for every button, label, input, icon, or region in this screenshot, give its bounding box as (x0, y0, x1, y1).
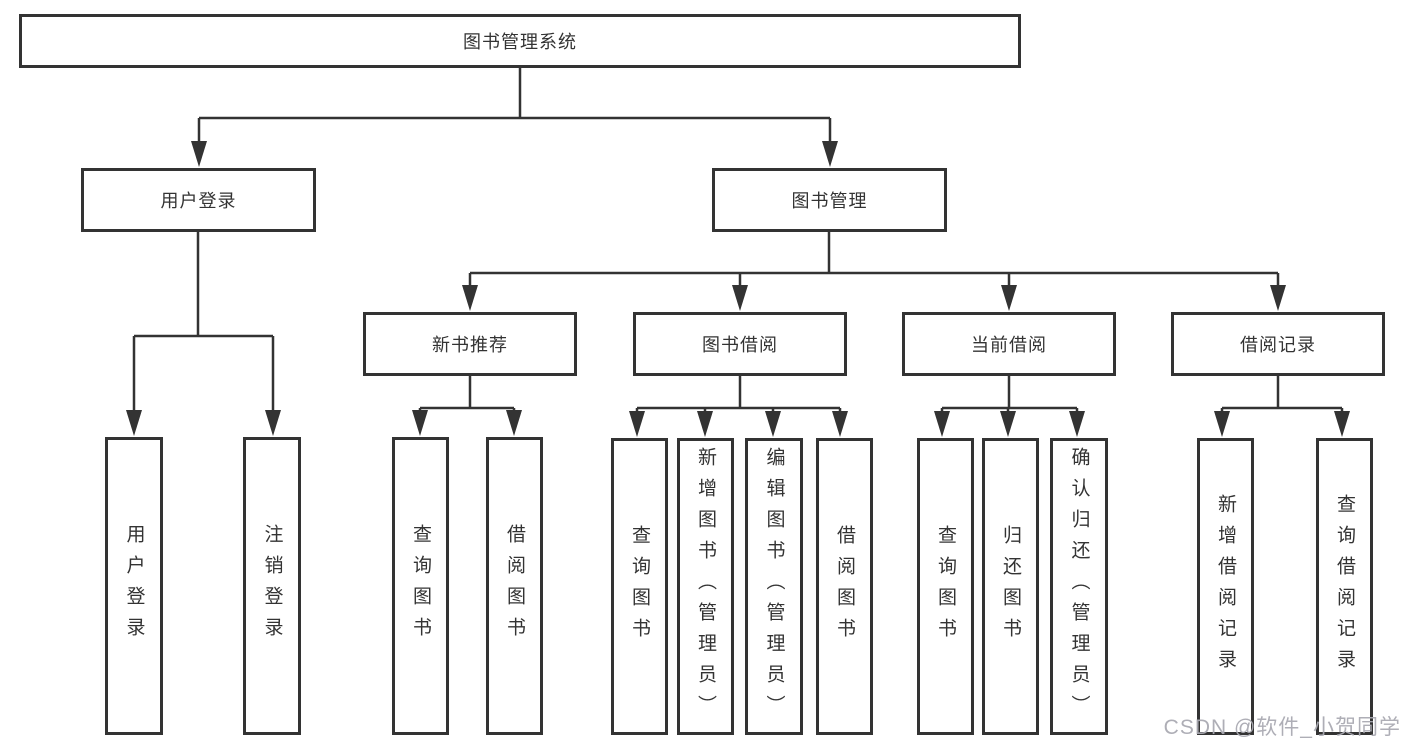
leaf-edit-book-admin: 编辑图书（管理员） (745, 438, 803, 735)
leaf-add-book-admin-label: 新增图书（管理员） (695, 447, 716, 726)
leaf-query-books-current: 查询图书 (917, 438, 974, 735)
leaf-query-borrow-record: 查询借阅记录 (1316, 438, 1373, 735)
leaf-logout: 注销登录 (243, 437, 301, 735)
leaf-borrow-books-recommendation-label: 借阅图书 (504, 524, 525, 648)
node-borrowing-records: 借阅记录 (1171, 312, 1385, 376)
leaf-query-borrow-record-label: 查询借阅记录 (1334, 493, 1355, 680)
node-book-management: 图书管理 (712, 168, 947, 232)
leaf-return-books: 归还图书 (982, 438, 1039, 735)
leaf-borrow-books-borrowing-label: 借阅图书 (834, 524, 855, 649)
node-new-book-recommendation: 新书推荐 (363, 312, 577, 376)
leaf-confirm-return-admin-label: 确认归还（管理员） (1068, 447, 1090, 726)
watermark: CSDN @软件_小贺同学 (1163, 716, 1401, 739)
leaf-query-books-current-label: 查询图书 (935, 524, 956, 649)
leaf-query-books-borrowing-label: 查询图书 (629, 524, 650, 649)
leaf-edit-book-admin-label: 编辑图书（管理员） (763, 447, 785, 726)
leaf-query-books-borrowing: 查询图书 (611, 438, 668, 735)
leaf-borrow-books-recommendation: 借阅图书 (486, 437, 543, 735)
leaf-borrow-books-borrowing: 借阅图书 (816, 438, 873, 735)
node-book-borrowing: 图书借阅 (633, 312, 847, 376)
leaf-confirm-return-admin: 确认归还（管理员） (1050, 438, 1108, 735)
node-library-management-system: 图书管理系统 (19, 14, 1021, 68)
leaf-logout-label: 注销登录 (261, 524, 283, 648)
leaf-query-books-recommendation: 查询图书 (392, 437, 449, 735)
leaf-user-login-label: 用户登录 (123, 524, 145, 648)
leaf-add-book-admin: 新增图书（管理员） (677, 438, 734, 735)
leaf-return-books-label: 归还图书 (1000, 524, 1021, 649)
node-user-login: 用户登录 (81, 168, 316, 232)
leaf-add-borrow-record-label: 新增借阅记录 (1215, 493, 1236, 680)
node-current-borrowing: 当前借阅 (902, 312, 1116, 376)
leaf-query-books-recommendation-label: 查询图书 (410, 524, 431, 648)
leaf-user-login: 用户登录 (105, 437, 163, 735)
leaf-add-borrow-record: 新增借阅记录 (1197, 438, 1254, 735)
